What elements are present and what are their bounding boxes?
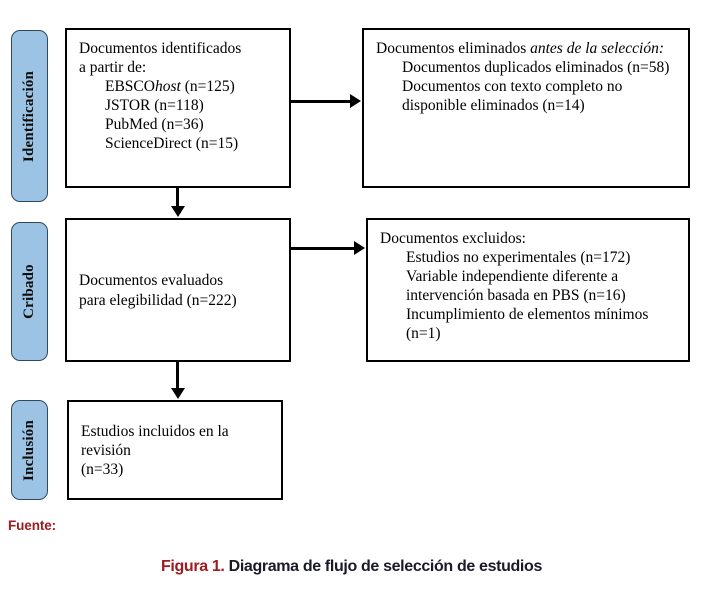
stage-pill-identificacion: Identificación <box>11 30 48 202</box>
excluded-item-no-experimentales: Estudios no experimentales (n=172) <box>406 249 631 267</box>
box-line: (n=33) <box>81 461 124 479</box>
box-line: a partir de: <box>79 59 147 77</box>
source-item-ebscohost: EBSCOhost (n=125) <box>79 77 279 96</box>
source-item-jstor: JSTOR (n=118) <box>105 97 204 115</box>
box-line: para elegibilidad (n=222) <box>79 291 237 309</box>
figure-caption-number: Figura 1. <box>160 558 225 575</box>
box-header-italic: antes de la selección: <box>530 40 664 57</box>
arrow-down-icon <box>171 206 185 217</box>
box-line: Documentos identificados <box>79 40 242 57</box>
source-name-italic: host <box>154 78 181 96</box>
connector-evaluados-to-excluidos <box>291 247 355 250</box>
flow-box-identificados: Documentos identificados a partir de: EB… <box>65 28 291 188</box>
box-header: Documentos excluidos: <box>380 230 526 247</box>
source-label: Fuente: <box>8 518 57 533</box>
excluded-item-elementos-minimos: Incumplimiento de elementos mínimos (n=1… <box>406 306 649 343</box>
connector-evaluados-to-incluidos <box>176 362 179 390</box>
source-name: EBSCO <box>105 78 155 96</box>
connector-identificados-to-eliminados <box>291 100 351 103</box>
box-line: Estudios incluidos en la <box>81 422 229 440</box>
arrow-down-icon <box>171 388 185 399</box>
flow-box-eliminados: Documentos eliminados antes de la selecc… <box>362 28 690 188</box>
arrow-right-icon <box>350 94 361 108</box>
stage-pill-label: Inclusión <box>21 419 37 481</box>
stage-pill-label: Identificación <box>21 70 38 162</box>
flow-box-evaluados: Documentos evaluados para elegibilidad (… <box>65 218 291 362</box>
box-header-plain: Documentos eliminados <box>376 40 531 57</box>
figure-caption-title: Diagrama de flujo de selección de estudi… <box>228 558 543 575</box>
connector-identificados-to-evaluados <box>176 188 179 208</box>
stage-pill-inclusion: Inclusión <box>11 400 48 500</box>
flow-box-incluidos: Estudios incluidos en la revisión (n=33) <box>67 400 283 500</box>
excluded-item-texto-completo: Documentos con texto completo no disponi… <box>402 78 623 115</box>
stage-pill-cribado: Cribado <box>11 222 48 361</box>
excluded-item-duplicados: Documentos duplicados eliminados (n=58) <box>402 59 670 77</box>
source-count: (n=125) <box>180 78 235 96</box>
source-item-sciencedirect: ScienceDirect (n=15) <box>105 135 239 153</box>
excluded-item-variable-independiente: Variable independiente diferente a inter… <box>406 268 626 305</box>
source-item-pubmed: PubMed (n=36) <box>105 116 204 134</box>
stage-pill-label: Cribado <box>21 264 37 319</box>
figure-caption: Figura 1. Diagrama de flujo de selección… <box>0 558 703 576</box>
box-line: Documentos evaluados <box>79 272 224 290</box>
box-header: Documentos eliminados antes de la selecc… <box>376 39 678 58</box>
flow-box-excluidos: Documentos excluidos: Estudios no experi… <box>366 218 690 362</box>
arrow-right-icon <box>354 241 365 255</box>
box-line: revisión <box>81 441 131 459</box>
